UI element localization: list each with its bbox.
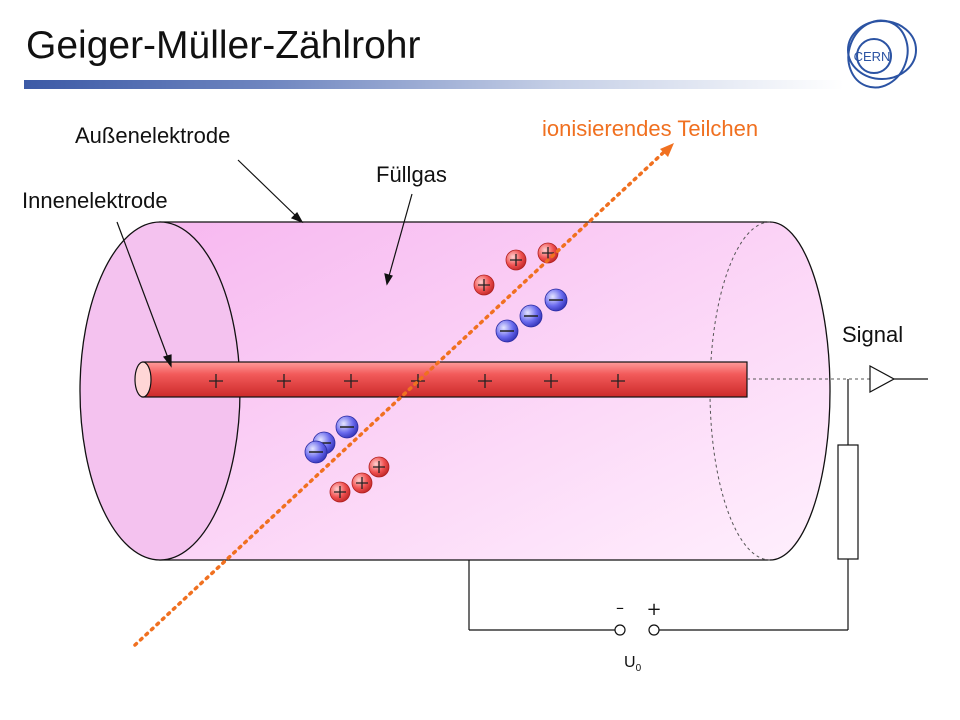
label-pointers [116, 159, 413, 368]
positive-ions-lower [329, 456, 390, 503]
label-inner-electrode: Innenelektrode [22, 188, 168, 213]
positive-ion [368, 456, 390, 478]
circuit-wires [468, 560, 848, 631]
positive-ion [329, 481, 351, 503]
label-outer-electrode: Außenelektrode [75, 123, 231, 148]
label-fill-gas: Füllgas [376, 162, 447, 187]
amplifier-symbol [869, 364, 928, 394]
electron [335, 415, 359, 439]
cern-logo-text: CERN [854, 49, 891, 64]
label-ionizing-particle: ionisierendes Teilchen [542, 116, 759, 141]
voltage-source-terminals: – + [614, 598, 662, 636]
electron [495, 319, 519, 343]
electrons-lower [304, 415, 359, 464]
positive-ion [473, 274, 495, 296]
label-voltage-u0: U0 [624, 654, 641, 674]
title-underline-bar [24, 80, 844, 89]
electrons-upper [495, 288, 568, 343]
voltage-symbol: U [624, 654, 636, 671]
electron [304, 440, 328, 464]
terminal-minus-sign: – [616, 598, 624, 617]
label-signal: Signal [842, 322, 904, 347]
positive-ion [537, 242, 559, 264]
positive-ion [351, 472, 373, 494]
electron [544, 288, 568, 312]
particle-track [133, 143, 674, 647]
anode-positive-charges [209, 374, 625, 388]
inner-electrode-anode [134, 361, 748, 398]
cern-logo-icon: CERN [847, 19, 917, 89]
positive-ion [505, 249, 527, 271]
terminal-plus-sign: + [646, 599, 661, 620]
voltage-subscript: 0 [635, 663, 642, 675]
positive-ions-upper [473, 242, 559, 296]
page-title: Geiger-Müller-Zählrohr [26, 24, 421, 67]
electron [519, 304, 543, 328]
resistor-symbol [837, 379, 859, 630]
